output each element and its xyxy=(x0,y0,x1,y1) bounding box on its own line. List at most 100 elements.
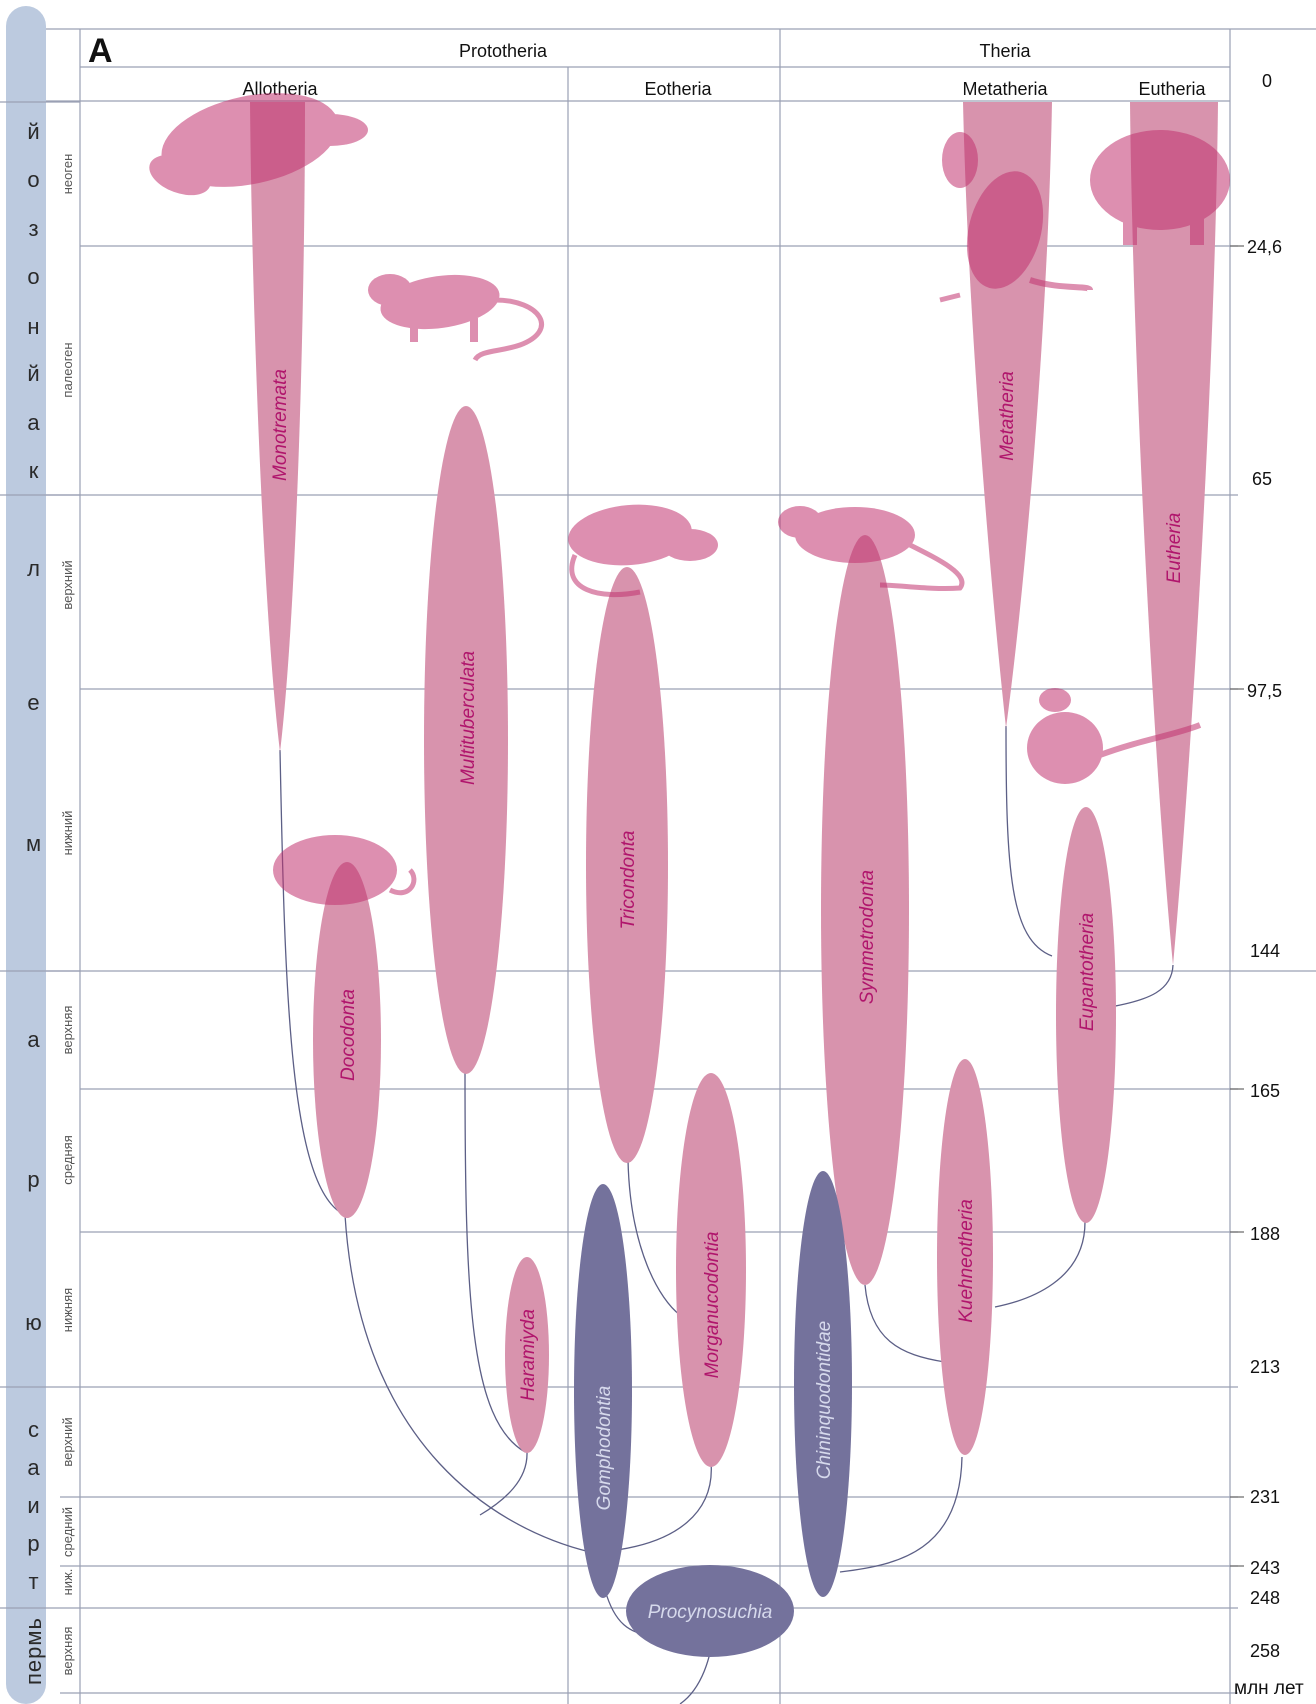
age-label: 213 xyxy=(1250,1357,1280,1377)
era-letter: р xyxy=(27,1167,40,1192)
elephant-icon xyxy=(1090,130,1230,245)
era-letter: с xyxy=(28,1417,40,1442)
taxon-label-eutheria: Eutheria xyxy=(1164,513,1185,584)
taxon-label-morganucodontia: Morganucodontia xyxy=(702,1232,723,1379)
taxon-label-monotremata: Monotremata xyxy=(270,369,291,481)
era-letter: й xyxy=(27,361,40,386)
shrew-icon xyxy=(568,504,718,598)
branches xyxy=(279,725,1174,1704)
platypus-icon xyxy=(149,93,368,196)
symmetrodonta-shape xyxy=(821,535,909,1285)
era-letter: е xyxy=(27,690,40,715)
branch-metatheria xyxy=(1005,725,1053,957)
taxon-label-procynosuchia: Procynosuchia xyxy=(648,1602,773,1623)
era-letter: к xyxy=(29,458,40,483)
era-letters: й о з о н й а к л е м а р ю с а и р т xyxy=(25,119,43,1594)
taxon-label-haramiyda: Haramiyda xyxy=(518,1309,539,1401)
era-letter: л xyxy=(27,556,41,581)
age-label: 97,5 xyxy=(1247,681,1282,701)
epoch-label: палеоген xyxy=(60,342,75,397)
era-letter: й xyxy=(27,119,40,144)
epoch-label: неоген xyxy=(60,154,75,195)
age-label: 231 xyxy=(1250,1487,1280,1507)
epoch-label: средний xyxy=(60,1507,75,1557)
eutheria-shape xyxy=(1130,102,1218,965)
monotremata-shape xyxy=(250,102,305,752)
epoch-label: верхний xyxy=(60,1417,75,1466)
age-unit: млн лет xyxy=(1234,1678,1304,1699)
group-prototheria: Prototheria xyxy=(459,41,548,61)
group-eutheria: Eutheria xyxy=(1138,79,1206,99)
branch-kuehneotheria xyxy=(839,1456,963,1573)
animal-figures xyxy=(149,93,1230,905)
taxon-label-docodonta: Docodonta xyxy=(338,989,359,1081)
taxon-label-chininquodontidae: Chininquodontidae xyxy=(814,1321,835,1479)
epoch-label: верхняя xyxy=(60,1006,75,1055)
age-label: 165 xyxy=(1250,1081,1280,1101)
haramiyda-shape xyxy=(505,1257,549,1453)
branch-multituberculata xyxy=(464,1069,526,1453)
kangaroo-icon xyxy=(939,132,1093,303)
epoch-label: верхний xyxy=(60,560,75,609)
group-theria: Theria xyxy=(979,41,1031,61)
epoch-label: нижний xyxy=(60,811,75,856)
group-eotheria: Eotheria xyxy=(644,79,712,99)
kuehneotheria-shape xyxy=(937,1059,993,1455)
taxon-label-kuehneotheria: Kuehneotheria xyxy=(956,1199,977,1323)
climber-icon xyxy=(1027,688,1202,784)
taxon-label-tricondonta: Tricondonta xyxy=(618,831,639,930)
age-label: 144 xyxy=(1250,941,1280,961)
taxon-label-multituberculata: Multituberculata xyxy=(458,651,479,785)
eupantotheria-shape xyxy=(1056,807,1116,1223)
epoch-label: верхняя xyxy=(60,1627,75,1676)
procynosuchia-shape xyxy=(626,1565,794,1657)
ancestral-shapes xyxy=(574,1171,852,1657)
taxon-label-gomphodontia: Gomphodontia xyxy=(594,1386,615,1511)
era-letter: а xyxy=(27,1027,40,1052)
era-letter: о xyxy=(27,264,40,289)
era-letter: а xyxy=(27,410,40,435)
opossum-icon xyxy=(368,274,544,362)
group-metatheria: Metatheria xyxy=(962,79,1048,99)
age-label: 248 xyxy=(1250,1588,1280,1608)
tricondonta-shape xyxy=(586,567,668,1163)
rat-icon xyxy=(778,506,965,591)
taxon-label-symmetrodonta: Symmetrodonta xyxy=(857,870,878,1004)
docodonta-shape xyxy=(313,862,381,1218)
timeline-bar xyxy=(6,6,46,1704)
age-label: 188 xyxy=(1250,1224,1280,1244)
era-letter: а xyxy=(27,1455,40,1480)
branch-docodonta xyxy=(344,1214,591,1553)
taxon-label-eupantotheria: Eupantotheria xyxy=(1077,913,1098,1031)
era-letter: и xyxy=(27,1493,40,1518)
branch-morganucodontia xyxy=(599,1461,712,1553)
period-permian: пермь xyxy=(21,1617,46,1685)
multituberculata-shape xyxy=(424,406,508,1074)
taxon-label-metatheria: Metatheria xyxy=(997,371,1018,461)
age-ticks xyxy=(1230,245,1244,1567)
era-letter: н xyxy=(27,314,40,339)
age-label: 258 xyxy=(1250,1641,1280,1661)
chininquodontidae-shape xyxy=(794,1171,852,1597)
age-label: 24,6 xyxy=(1247,237,1282,257)
epoch-label: нижняя xyxy=(60,1288,75,1332)
branch-symmetrodonta xyxy=(864,1284,946,1363)
epoch-label: средняя xyxy=(60,1135,75,1185)
age-label: 243 xyxy=(1250,1558,1280,1578)
mole-icon xyxy=(273,835,417,905)
era-letter: з xyxy=(28,216,39,241)
era-letter: р xyxy=(27,1531,40,1556)
branch-eutheria xyxy=(1109,964,1174,1008)
era-letter: о xyxy=(27,167,40,192)
branch-monotremata xyxy=(279,749,346,1216)
morganucodontia-shape xyxy=(676,1073,746,1467)
branch-haramiyda xyxy=(479,1451,528,1516)
age-label: 0 xyxy=(1262,71,1272,91)
branch-eupantotheria xyxy=(994,1221,1086,1308)
branch-tricondonta xyxy=(627,1159,681,1316)
panel-letter: A xyxy=(88,32,113,70)
era-letter: м xyxy=(26,831,42,856)
era-letter: ю xyxy=(25,1310,43,1335)
age-label: 65 xyxy=(1252,469,1272,489)
